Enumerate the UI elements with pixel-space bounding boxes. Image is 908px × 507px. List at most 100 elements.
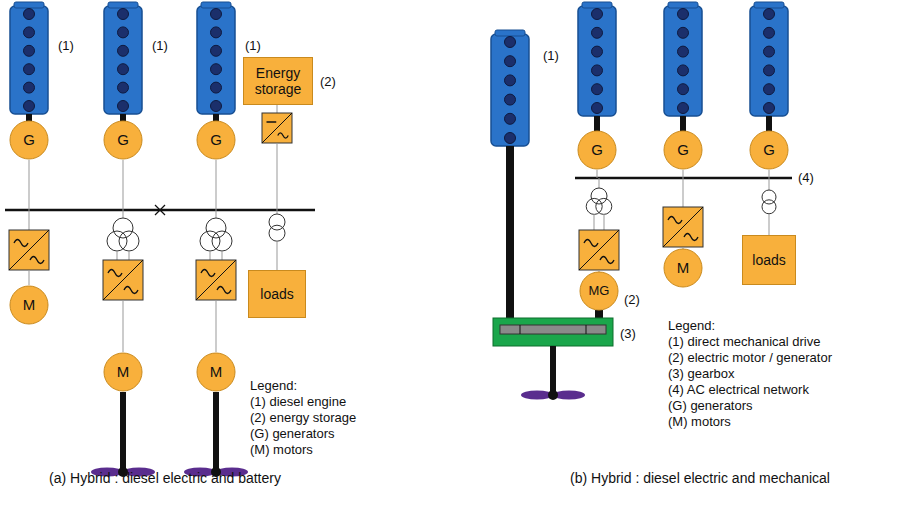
circle-fill — [580, 272, 618, 310]
cylinder-dot — [211, 101, 222, 112]
ac-symbol — [600, 257, 614, 264]
diesel-engine — [664, 6, 702, 116]
component-box: Energy storage — [243, 57, 313, 105]
circle-fill — [664, 131, 702, 169]
circle-fill — [197, 121, 235, 159]
wire — [123, 210, 124, 218]
transformer-symbol — [212, 231, 232, 251]
wire — [117, 251, 118, 260]
cylinder-dot — [505, 94, 516, 105]
wire — [663, 207, 703, 247]
machine-circle: G — [196, 120, 236, 160]
gear-shaft — [500, 325, 606, 334]
shaft — [594, 116, 600, 131]
engine-head — [754, 2, 784, 8]
legend-text: (G) generators — [250, 426, 335, 441]
legend-entry: (1) diesel engine — [250, 394, 346, 410]
wire — [277, 241, 278, 270]
callout-number: (4) — [798, 170, 814, 185]
wire — [683, 170, 684, 178]
wire — [594, 214, 595, 230]
cylinder-dot — [505, 37, 516, 48]
wire — [604, 214, 605, 230]
callout-number: (1) — [152, 38, 168, 53]
transformer-symbol — [119, 231, 139, 251]
legend-entry: (2) electric motor / generator — [668, 350, 832, 366]
cylinder-dot — [592, 27, 603, 38]
ac-symbol — [201, 270, 215, 277]
wire — [216, 160, 217, 210]
cylinder-dot — [764, 27, 775, 38]
wire — [210, 251, 211, 260]
legend-entry: (M) motors — [668, 414, 731, 430]
callout-number: (2) — [624, 292, 640, 307]
wire — [262, 113, 292, 143]
wire — [769, 178, 770, 190]
machine-circle: G — [749, 130, 789, 170]
machine-letter: G — [677, 141, 689, 158]
wire — [597, 170, 598, 178]
wire — [586, 325, 587, 334]
converter-symbol — [262, 113, 292, 143]
machine-circle: M — [103, 352, 143, 392]
wire — [103, 260, 143, 300]
diesel-engine — [104, 6, 142, 114]
machine-circle: G — [103, 120, 143, 160]
component-box: loads — [248, 270, 306, 318]
wire — [277, 210, 278, 214]
cylinder-dot — [592, 9, 603, 20]
wire — [277, 143, 278, 210]
legend-entry: (G) generators — [668, 398, 753, 414]
transformer-symbol — [591, 188, 607, 204]
wire — [579, 230, 619, 270]
wire — [520, 325, 521, 334]
box-text: loads — [260, 286, 293, 302]
cylinder-dot — [764, 84, 775, 95]
machine-letter: M — [677, 259, 690, 276]
wire — [196, 260, 236, 300]
machine-letter: G — [210, 131, 222, 148]
cylinder-dot — [211, 9, 222, 20]
cylinder-dot — [118, 82, 129, 93]
circle-fill — [10, 121, 48, 159]
subfigure-caption: (b) Hybrid : diesel electric and mechani… — [570, 470, 830, 486]
shaft — [213, 114, 219, 121]
ac-symbol — [668, 217, 682, 224]
legend-text: (3) gearbox — [668, 366, 734, 381]
machine-letter: G — [591, 141, 603, 158]
circle-fill — [104, 353, 142, 391]
transformer-symbol — [596, 198, 612, 214]
cylinder-dot — [211, 45, 222, 56]
transformer-symbol — [107, 231, 127, 251]
cylinder-dot — [678, 27, 689, 38]
shaft — [26, 114, 32, 121]
legend-text: (M) motors — [668, 414, 731, 429]
wire — [155, 205, 165, 215]
cylinder-dot — [118, 64, 129, 75]
wire — [29, 210, 30, 230]
wire — [222, 251, 223, 260]
ac-symbol — [124, 287, 138, 294]
subfigure-caption: (a) Hybrid : diesel electric and battery — [49, 470, 281, 486]
legend-entry: (M) motors — [250, 442, 313, 458]
cylinder-dot — [592, 103, 603, 114]
legend-text: (1) direct mechanical drive — [668, 334, 820, 349]
cylinder-dot — [764, 65, 775, 76]
transformer-symbol — [586, 198, 602, 214]
cylinder-dot — [24, 101, 35, 112]
cylinder-dot — [592, 84, 603, 95]
machine-letter: M — [210, 363, 223, 380]
machine-circle: G — [577, 130, 617, 170]
ac-symbol — [30, 257, 44, 264]
ac-symbol — [584, 240, 598, 247]
shaft — [506, 146, 514, 320]
ac-symbol — [108, 270, 122, 277]
machine-circle: M — [663, 248, 703, 288]
legend-heading: Legend: — [250, 378, 297, 393]
machine-circle: G — [9, 120, 49, 160]
machine-circle: G — [663, 130, 703, 170]
converter-symbol — [579, 230, 619, 270]
legend-text: (G) generators — [668, 398, 753, 413]
cylinder-dot — [678, 65, 689, 76]
